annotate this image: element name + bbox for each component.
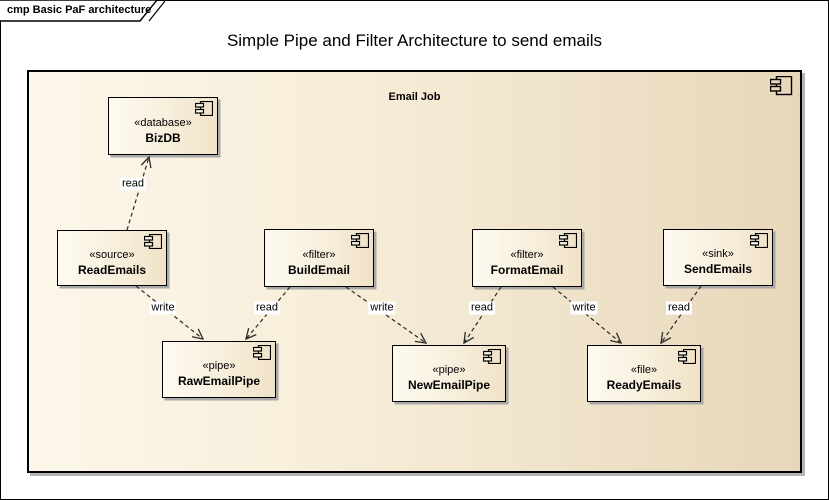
component-rawemailpipe[interactable]: «pipe» RawEmailPipe xyxy=(162,341,276,398)
component-bizdb[interactable]: «database» BizDB xyxy=(108,97,218,155)
uml-component-icon xyxy=(482,348,502,369)
component-newemailpipe[interactable]: «pipe» NewEmailPipe xyxy=(392,345,506,402)
connector-label-write: write xyxy=(368,301,396,315)
frame-tab: cmp Basic PaF architecture xyxy=(0,0,180,24)
component-name: ReadEmails xyxy=(77,262,147,277)
component-stereotype: «sink» xyxy=(702,248,734,260)
uml-component-icon xyxy=(558,232,578,253)
uml-component-icon xyxy=(350,232,370,253)
uml-component-icon xyxy=(677,348,697,369)
component-name: RawEmailPipe xyxy=(177,374,261,388)
component-name: SendEmails xyxy=(683,262,753,276)
connector-label-read: read xyxy=(665,301,693,315)
uml-component-icon xyxy=(143,233,163,254)
uml-component-icon xyxy=(252,344,272,365)
component-name: FormatEmail xyxy=(490,262,564,277)
component-stereotype: «source» xyxy=(89,248,135,261)
component-buildemail[interactable]: «filter» BuildEmail xyxy=(264,229,374,287)
component-readyemails[interactable]: «file» ReadyEmails xyxy=(587,345,701,402)
component-stereotype: «file» xyxy=(630,364,658,376)
connector-label-write: write xyxy=(570,301,598,315)
frame-tab-shape xyxy=(0,0,166,22)
component-name: BizDB xyxy=(145,130,181,145)
connector-label-read: read xyxy=(468,301,496,315)
component-stereotype: «database» xyxy=(134,116,192,129)
component-stereotype: «pipe» xyxy=(432,364,466,376)
component-stereotype: «filter» xyxy=(302,248,336,261)
uml-component-icon xyxy=(749,232,769,253)
component-sendemails[interactable]: «sink» SendEmails xyxy=(663,229,773,286)
connector-label-read: read xyxy=(253,301,281,315)
uml-component-icon xyxy=(194,100,214,121)
connector-label-write: write xyxy=(149,301,177,315)
component-name: BuildEmail xyxy=(287,262,350,277)
frame-tab-label: cmp Basic PaF architecture xyxy=(7,4,152,16)
uml-component-icon xyxy=(769,75,793,101)
container-label: Email Job xyxy=(388,91,441,103)
component-name: NewEmailPipe xyxy=(407,378,491,392)
component-stereotype: «pipe» xyxy=(202,360,236,372)
connector-label-read: read xyxy=(119,177,147,191)
component-formatemail[interactable]: «filter» FormatEmail xyxy=(472,229,582,287)
diagram-title: Simple Pipe and Filter Architecture to s… xyxy=(226,31,603,50)
component-reademails[interactable]: «source» ReadEmails xyxy=(57,230,167,286)
component-name: ReadyEmails xyxy=(606,378,682,392)
component-stereotype: «filter» xyxy=(510,248,544,261)
